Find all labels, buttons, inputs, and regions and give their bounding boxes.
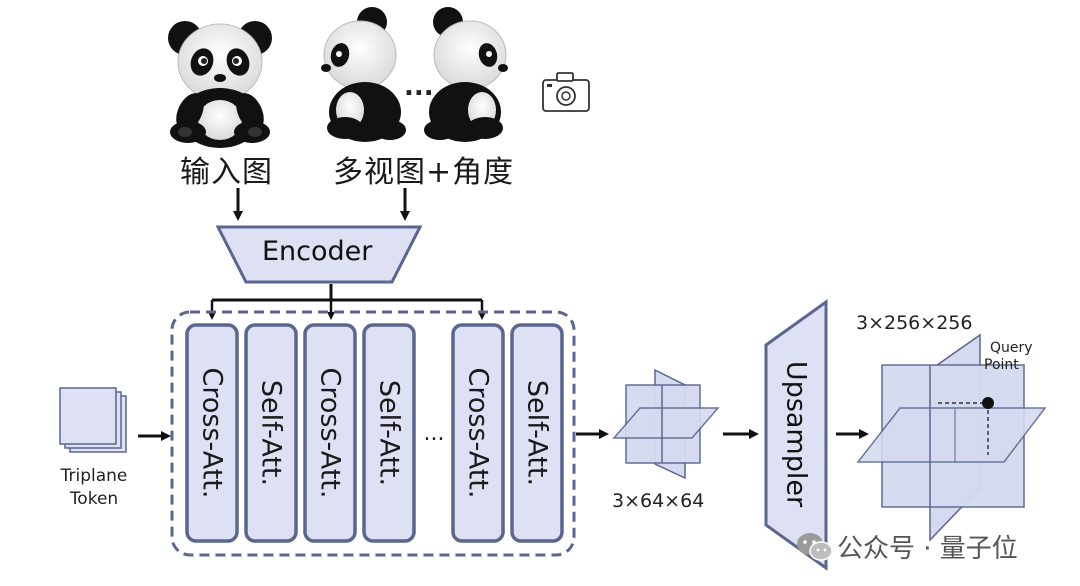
upsampler-trapezoid	[764, 299, 828, 571]
query-point-dot	[982, 397, 994, 409]
large-triplane-icon	[856, 333, 1047, 542]
cross-att-block-5	[451, 323, 505, 543]
query-point-label: Query Point	[984, 340, 1033, 374]
cross-att-label-3: Cross-Att.	[315, 368, 346, 499]
cross-att-label-5: Cross-Att.	[463, 368, 494, 499]
upsampler-label: Upsampler	[780, 360, 812, 508]
encoder-branch-lines	[208, 284, 486, 320]
small-triplane-dims: 3×64×64	[612, 490, 705, 512]
cross-att-label-1: Cross-Att.	[197, 368, 228, 499]
triplane-token-icon	[59, 387, 127, 453]
wechat-icon	[797, 533, 833, 561]
encoder-label: Encoder	[262, 236, 373, 267]
camera-icon	[542, 72, 590, 112]
multiview-label: 多视图+角度	[333, 155, 515, 190]
self-att-block-6	[510, 323, 564, 543]
panda-front-image	[168, 21, 272, 148]
panda-side-left-image	[321, 7, 406, 142]
small-triplane-icon	[612, 368, 720, 480]
self-att-block-4	[362, 323, 416, 543]
cross-att-block-3	[303, 323, 357, 543]
self-att-label-4: Self-Att.	[374, 380, 405, 486]
self-att-label-2: Self-Att.	[256, 380, 287, 486]
triplane-token-line1: Triplane	[60, 466, 128, 486]
query-point-line1: Query	[990, 340, 1033, 356]
query-point-line2: Point	[984, 357, 1019, 373]
self-att-block-2	[244, 323, 298, 543]
watermark: 公众号 · 量子位	[795, 522, 1055, 572]
triplane-token-label: Triplane Token	[58, 466, 130, 509]
transformer-ellipsis: ...	[424, 421, 445, 446]
triplane-token-line2: Token	[69, 489, 119, 509]
large-triplane-dims: 3×256×256	[856, 312, 973, 334]
multiview-ellipsis: ...	[404, 72, 434, 102]
encoder-trapezoid	[215, 225, 423, 284]
watermark-text: 公众号 · 量子位	[837, 534, 1018, 564]
input-image-label: 输入图	[180, 155, 273, 190]
self-att-label-6: Self-Att.	[522, 380, 553, 486]
cross-att-block-1	[185, 323, 239, 543]
transformer-container	[170, 310, 576, 557]
panda-side-right-image	[424, 7, 508, 142]
